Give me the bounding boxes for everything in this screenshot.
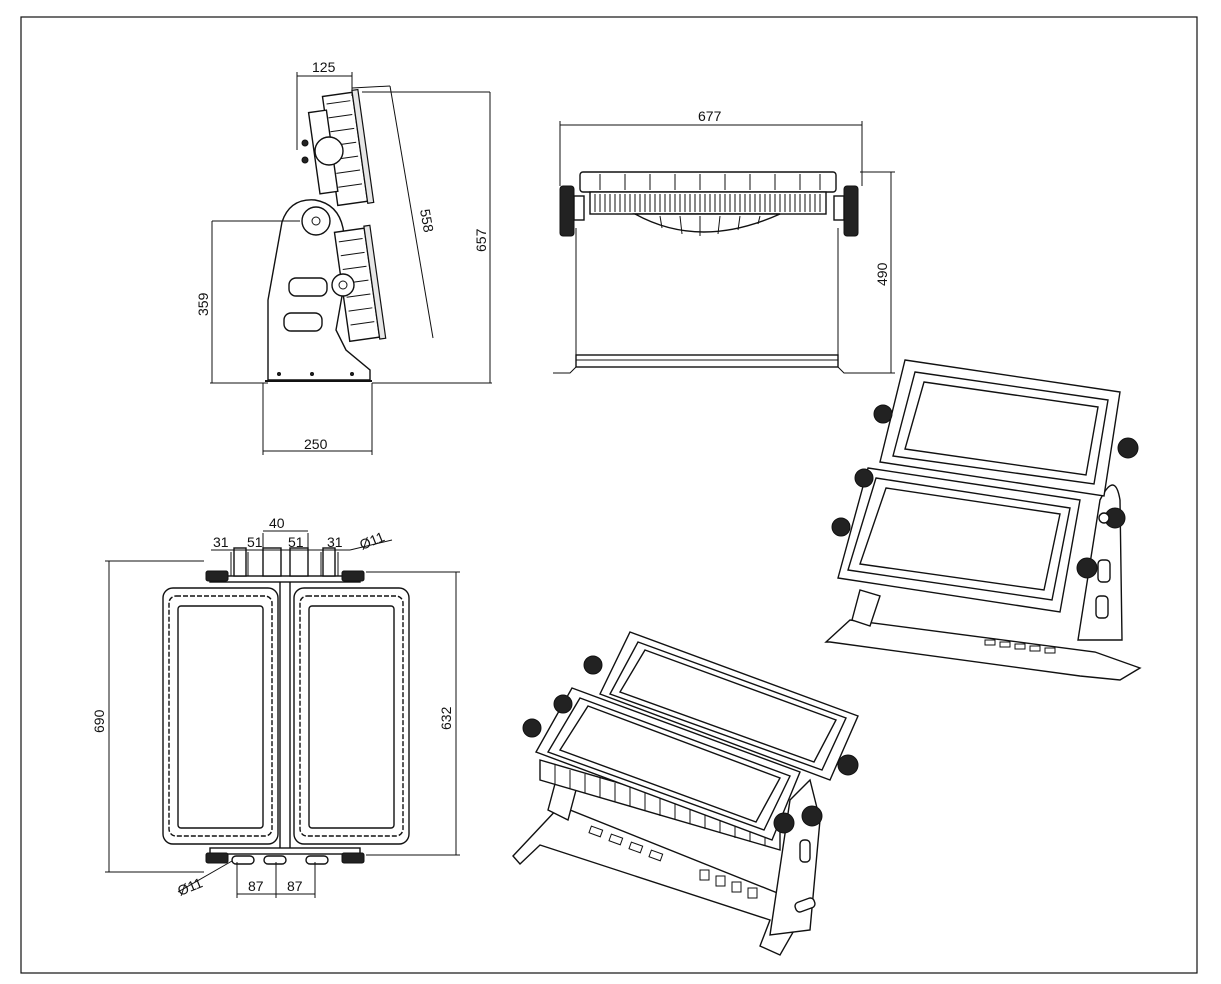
- dim-bottom-right: 87: [287, 878, 303, 894]
- dim-side-top-width: 125: [312, 59, 336, 75]
- dim-top-center: 40: [269, 515, 285, 531]
- dim-top-gap-left: 51: [247, 534, 263, 550]
- isometric-view-upper: [824, 359, 1142, 681]
- dim-top-gap-right: 51: [288, 534, 304, 550]
- isometric-view-lower: [512, 631, 859, 956]
- dim-hole-diameter-bottom: Ø11: [175, 874, 205, 898]
- dim-side-pivot-height: 359: [195, 292, 211, 316]
- side-view: 125 558 657 359 250: [195, 59, 492, 455]
- dim-top-slot-right: 31: [327, 534, 343, 550]
- drawing-border: [20, 16, 1198, 974]
- top-view: 31 51 40 51 31 Ø11 690 632 Ø11 87 87: [91, 515, 460, 899]
- dim-front-height: 490: [874, 262, 890, 286]
- dim-hole-diameter-top: Ø11: [357, 528, 387, 552]
- dim-top-slot-left: 31: [213, 534, 229, 550]
- dim-overall-height: 690: [91, 709, 107, 733]
- dim-side-total-height: 657: [473, 228, 489, 252]
- front-view: 677 490: [553, 108, 895, 374]
- dim-side-diagonal: 558: [417, 208, 437, 234]
- dim-front-width: 677: [698, 108, 722, 124]
- dim-inner-height: 632: [438, 706, 454, 730]
- dim-side-base-width: 250: [304, 436, 328, 452]
- dim-bottom-left: 87: [248, 878, 264, 894]
